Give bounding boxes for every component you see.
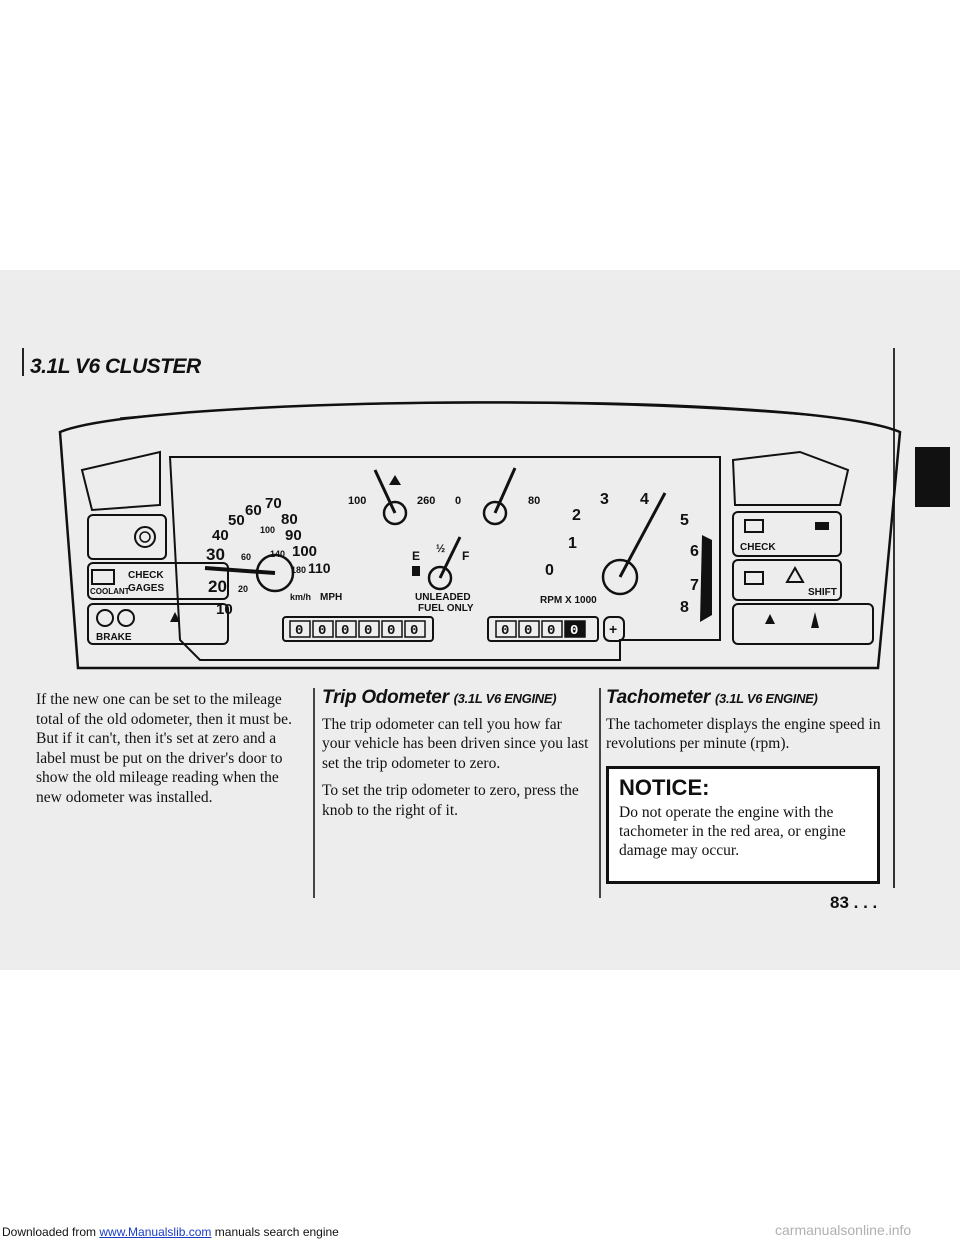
svg-text:7: 7 bbox=[690, 577, 699, 594]
title-rule bbox=[22, 348, 24, 376]
svg-text:80: 80 bbox=[528, 495, 540, 507]
odometer-digit: 0 bbox=[364, 623, 372, 639]
svg-text:+: + bbox=[609, 621, 617, 637]
trip-digit: 0 bbox=[524, 623, 532, 639]
trip-digit: 0 bbox=[501, 623, 509, 639]
svg-text:8: 8 bbox=[680, 599, 689, 616]
odometer-digit: 0 bbox=[318, 623, 326, 639]
footer-prefix: Downloaded from bbox=[2, 1225, 100, 1239]
svg-text:0: 0 bbox=[455, 495, 461, 507]
tachometer-section: Tachometer (3.1L V6 ENGINE) The tachomet… bbox=[606, 688, 886, 762]
temperature-icon bbox=[389, 475, 401, 485]
instrument-cluster-illustration: CHECK GAGES COOLANT BRAKE 10 20 30 40 50… bbox=[58, 401, 902, 670]
svg-text:70: 70 bbox=[265, 495, 282, 512]
tachometer-heading: Tachometer (3.1L V6 ENGINE) bbox=[606, 687, 818, 708]
svg-text:5: 5 bbox=[680, 512, 689, 529]
gages-label: GAGES bbox=[128, 583, 164, 594]
coolant-icon bbox=[91, 569, 115, 585]
tachometer-redline bbox=[700, 535, 712, 622]
footer: Downloaded from www.Manualslib.com manua… bbox=[2, 1225, 339, 1239]
svg-text:4: 4 bbox=[640, 491, 649, 508]
svg-text:80: 80 bbox=[281, 511, 298, 528]
odometer-digit: 0 bbox=[295, 623, 303, 639]
brake-label: BRAKE bbox=[96, 632, 132, 643]
column-divider bbox=[313, 688, 315, 898]
svg-text:F: F bbox=[462, 549, 469, 563]
svg-text:6: 6 bbox=[690, 543, 699, 560]
svg-text:40: 40 bbox=[212, 527, 229, 544]
svg-text:30: 30 bbox=[206, 545, 225, 564]
fuel-pump-icon bbox=[412, 566, 420, 576]
car-icon bbox=[815, 522, 829, 530]
section-title: 3.1L V6 CLUSTER bbox=[30, 355, 201, 378]
left-column-text: If the new one can be set to the mileage… bbox=[36, 691, 292, 806]
svg-text:E: E bbox=[412, 549, 420, 563]
left-column: If the new one can be set to the mileage… bbox=[36, 690, 306, 815]
coolant-label: COOLANT bbox=[90, 587, 130, 596]
svg-text:100: 100 bbox=[292, 543, 317, 560]
svg-text:100: 100 bbox=[260, 525, 275, 535]
check-label: CHECK bbox=[128, 570, 164, 581]
trip-odometer-heading: Trip Odometer (3.1L V6 ENGINE) bbox=[322, 687, 557, 708]
svg-text:90: 90 bbox=[285, 527, 302, 544]
manualslib-link[interactable]: www.Manualslib.com bbox=[99, 1225, 212, 1239]
seatbelt-icon bbox=[811, 612, 819, 628]
svg-text:20: 20 bbox=[208, 577, 227, 596]
trip-reset-knob bbox=[603, 616, 625, 642]
trip-odometer-para-1: The trip odometer can tell you how far y… bbox=[322, 715, 589, 772]
svg-text:180: 180 bbox=[291, 565, 306, 575]
turn-signal-right-icon bbox=[765, 614, 775, 624]
odometer-digit: 0 bbox=[387, 623, 395, 639]
svg-text:km/h: km/h bbox=[290, 592, 311, 602]
trip-digit: 0 bbox=[570, 623, 578, 639]
warning-icon bbox=[785, 565, 805, 583]
svg-text:MPH: MPH bbox=[320, 592, 342, 603]
odometer-digit: 0 bbox=[341, 623, 349, 639]
svg-text:0: 0 bbox=[545, 562, 554, 579]
trip-odometer-para-2: To set the trip odometer to zero, press … bbox=[322, 782, 579, 819]
odometer-digit: 0 bbox=[410, 623, 418, 639]
svg-text:260: 260 bbox=[417, 495, 435, 507]
column-divider bbox=[599, 688, 601, 898]
tachometer-para: The tachometer displays the engine speed… bbox=[606, 715, 881, 753]
trip-odometer-section: Trip Odometer (3.1L V6 ENGINE) The trip … bbox=[322, 688, 592, 828]
svg-text:FUEL ONLY: FUEL ONLY bbox=[418, 603, 474, 614]
svg-text:140: 140 bbox=[270, 549, 285, 559]
chapter-tab-marker bbox=[915, 447, 950, 507]
svg-text:2: 2 bbox=[572, 507, 581, 524]
svg-text:50: 50 bbox=[228, 512, 245, 529]
svg-text:RPM X 1000: RPM X 1000 bbox=[540, 595, 597, 606]
check-engine-icon bbox=[744, 519, 764, 533]
footer-suffix: manuals search engine bbox=[211, 1225, 339, 1239]
page-number: 83 . . . bbox=[830, 893, 878, 912]
shift-label: SHIFT bbox=[808, 587, 837, 598]
battery-icon bbox=[744, 571, 764, 585]
trip-digit: 0 bbox=[547, 623, 555, 639]
right-check-label: CHECK bbox=[740, 542, 776, 553]
watermark: carmanualsonline.info bbox=[775, 1222, 912, 1238]
svg-text:10: 10 bbox=[216, 601, 233, 618]
notice-box: NOTICE: Do not operate the engine with t… bbox=[606, 766, 880, 884]
left-indicator-icon bbox=[134, 526, 156, 548]
svg-text:½: ½ bbox=[436, 543, 445, 555]
svg-text:1: 1 bbox=[568, 535, 577, 552]
svg-text:110: 110 bbox=[308, 560, 331, 576]
turn-signal-icon bbox=[170, 612, 180, 622]
right-margin-rule bbox=[893, 348, 895, 888]
svg-text:60: 60 bbox=[245, 502, 262, 519]
svg-text:100: 100 bbox=[348, 495, 366, 507]
notice-title: NOTICE: bbox=[619, 775, 710, 800]
svg-text:60: 60 bbox=[241, 552, 251, 562]
brake-icon bbox=[96, 609, 114, 627]
svg-text:3: 3 bbox=[600, 491, 609, 508]
svg-text:20: 20 bbox=[238, 584, 248, 594]
notice-body: Do not operate the engine with the tacho… bbox=[619, 804, 846, 859]
svg-text:UNLEADED: UNLEADED bbox=[415, 592, 471, 603]
